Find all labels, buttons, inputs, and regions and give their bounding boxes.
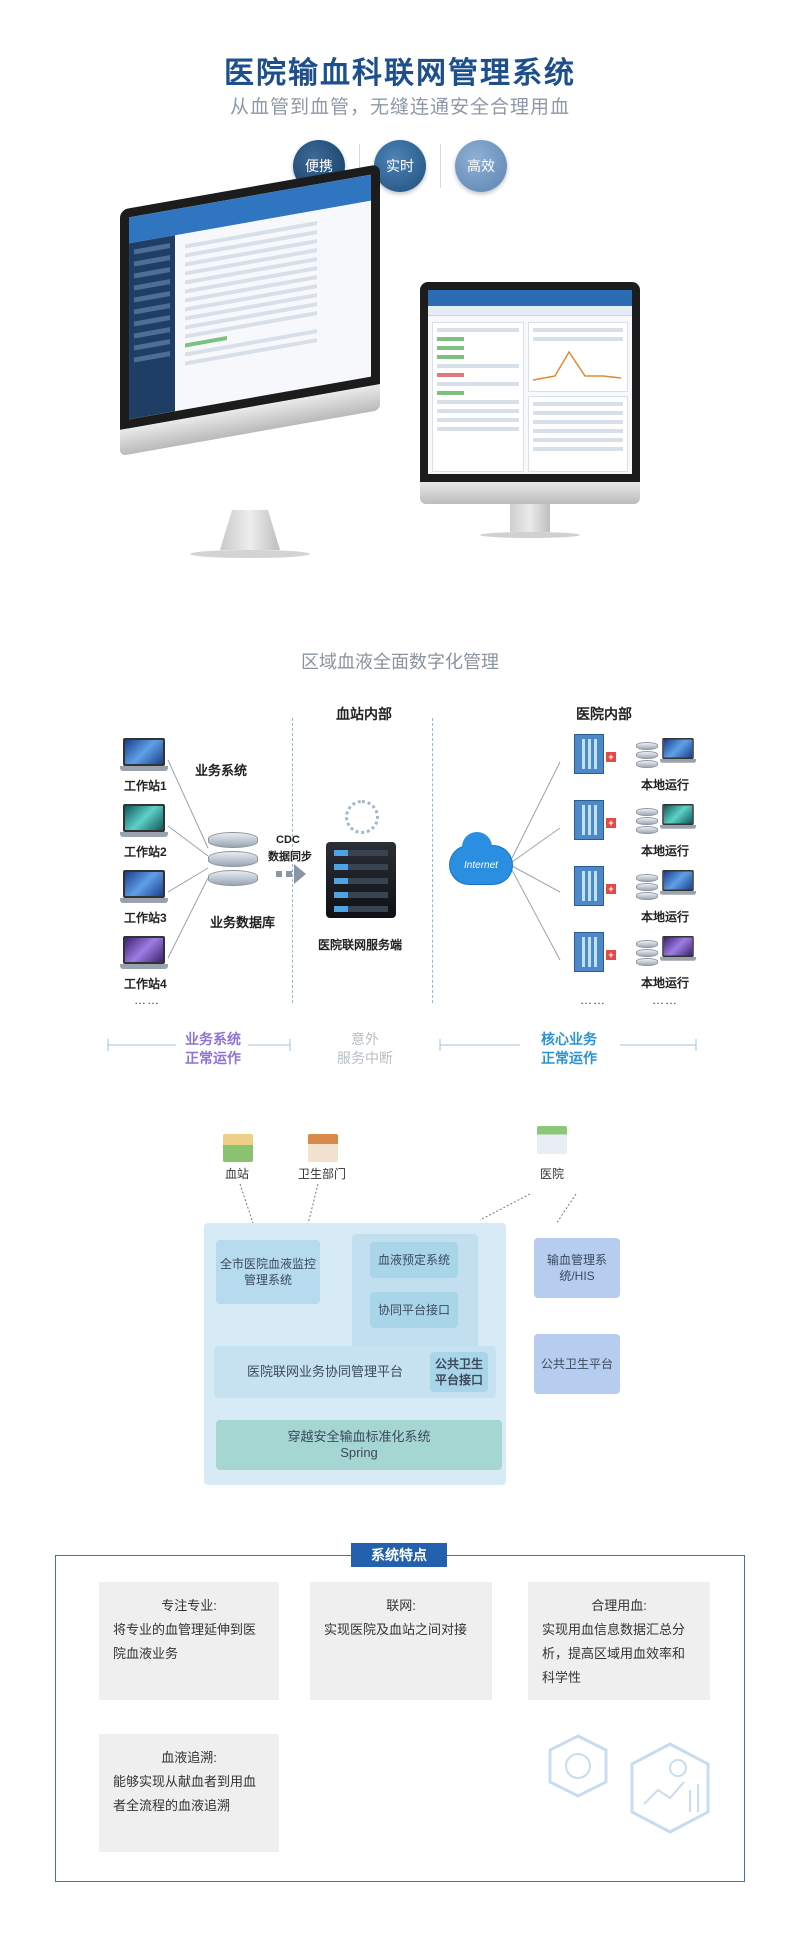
internet-label: Internet — [464, 860, 498, 871]
zone-divider — [432, 718, 433, 1003]
workstation-label: 工作站2 — [124, 845, 167, 859]
feature-card: 血液追溯: 能够实现从献血者到用血者全流程的血液追溯 — [99, 1734, 279, 1852]
feature-card-title: 血液追溯: — [161, 1750, 217, 1765]
laptop-icon — [120, 870, 168, 904]
features-tag: 系统特点 — [351, 1543, 447, 1567]
divider — [359, 144, 360, 188]
back-monitor — [420, 282, 640, 538]
status-business-system: 业务系统正常运作 — [185, 1031, 241, 1066]
laptop-icon — [120, 804, 168, 838]
zone-label-station: 血站内部 — [336, 706, 392, 722]
workstation-label: 工作站1 — [124, 779, 167, 793]
front-monitor-stand — [220, 510, 280, 550]
zone-label-hospital: 医院内部 — [576, 706, 632, 722]
decorative-hex-icons — [548, 1734, 710, 1834]
feature-card-body: 将专业的血管理延伸到医院血液业务 — [113, 1622, 257, 1661]
page-subtitle: 从血管到血管，无缝连通安全合理用血 — [229, 97, 570, 118]
medical-cross-icon: + — [606, 884, 616, 894]
database-icon — [636, 940, 658, 966]
section-title-digital: 区域血液全面数字化管理 — [301, 652, 499, 672]
medical-cross-icon: + — [606, 818, 616, 828]
local-run-label: 本地运行 — [641, 844, 690, 858]
status-core-business: 核心业务正常运作 — [541, 1031, 597, 1066]
sync-icon — [345, 800, 379, 834]
local-run-label: 本地运行 — [641, 976, 690, 990]
reservation-system-box: 血液预定系统 — [370, 1242, 458, 1278]
business-db-label: 业务数据库 — [210, 915, 276, 930]
hospital-icon — [537, 1126, 567, 1154]
database-icon — [636, 808, 658, 834]
laptop-icon — [120, 936, 168, 970]
collab-interface-box: 协同平台接口 — [370, 1292, 458, 1328]
laptop-icon — [660, 936, 696, 962]
business-system-label: 业务系统 — [195, 763, 248, 778]
hospital-building-icon — [574, 734, 604, 774]
server-icon — [326, 842, 396, 918]
page-title: 医院输血科联网管理系统 — [224, 57, 576, 90]
monitors-illustration — [120, 164, 660, 582]
feature-card-title: 专注专业: — [161, 1598, 217, 1613]
blood-station-icon — [223, 1134, 253, 1162]
database-icon — [208, 832, 258, 890]
medical-cross-icon: + — [606, 950, 616, 960]
laptop-icon — [660, 804, 696, 830]
server-label: 医院联网服务端 — [318, 938, 403, 952]
health-dept-label: 卫生部门 — [298, 1167, 347, 1181]
health-dept-icon — [308, 1134, 338, 1162]
public-health-interface-box: 公共卫生平台接口 — [430, 1352, 488, 1392]
front-monitor-foot — [190, 550, 310, 558]
data-sync-label: 数据同步 — [268, 851, 312, 863]
monitor-system-box: 全市医院血液监控管理系统 — [216, 1240, 320, 1304]
database-icon — [636, 874, 658, 900]
hospital-label: 医院 — [540, 1167, 565, 1181]
zone-divider — [292, 718, 293, 1003]
mini-chart — [532, 350, 622, 381]
workstation-label: 工作站3 — [124, 911, 167, 925]
connector-lines — [167, 759, 561, 961]
feature-card-body: 能够实现从献血者到用血者全流程的血液追溯 — [113, 1774, 257, 1813]
hospital-building-icon — [574, 800, 604, 840]
ellipsis: …… — [652, 993, 678, 1007]
ellipsis: …… — [134, 993, 160, 1007]
cloud-icon: Internet — [450, 832, 512, 884]
laptop-icon — [660, 870, 696, 896]
hospital-building-icon — [574, 866, 604, 906]
divider — [440, 144, 441, 188]
medical-cross-icon: + — [606, 752, 616, 762]
feature-card: 合理用血: 实现用血信息数据汇总分析，提高区域用血效率和科学性 — [528, 1582, 710, 1700]
workstation-label: 工作站4 — [124, 977, 167, 991]
feature-card-body: 实现用血信息数据汇总分析，提高区域用血效率和科学性 — [542, 1622, 686, 1685]
hospital-building-icon — [574, 932, 604, 972]
laptop-icon — [120, 738, 168, 772]
feature-card: 专注专业: 将专业的血管理延伸到医院血液业务 — [99, 1582, 279, 1700]
his-box: 输血管理系统/HIS — [534, 1238, 620, 1298]
range-lines — [107, 1039, 697, 1051]
database-icon — [636, 742, 658, 768]
local-run-label: 本地运行 — [641, 910, 690, 924]
back-monitor-screen — [428, 290, 632, 474]
public-health-box: 公共卫生平台 — [534, 1334, 620, 1394]
feature-card: 联网: 实现医院及血站之间对接 — [310, 1582, 492, 1700]
ellipsis: …… — [580, 993, 606, 1007]
local-run-label: 本地运行 — [641, 778, 690, 792]
badge-realtime: 实时 — [374, 140, 426, 192]
badge-efficient: 高效 — [455, 140, 507, 192]
feature-card-title: 合理用血: — [591, 1598, 647, 1613]
status-service-interruption: 意外服务中断 — [337, 1031, 393, 1066]
laptop-icon — [660, 738, 696, 764]
standard-system-box: 穿越安全输血标准化系统 Spring — [216, 1420, 502, 1470]
blood-station-label: 血站 — [225, 1167, 250, 1181]
cdc-label: CDC — [276, 834, 300, 846]
feature-card-title: 联网: — [386, 1598, 416, 1613]
feature-card-body: 实现医院及血站之间对接 — [324, 1622, 468, 1637]
